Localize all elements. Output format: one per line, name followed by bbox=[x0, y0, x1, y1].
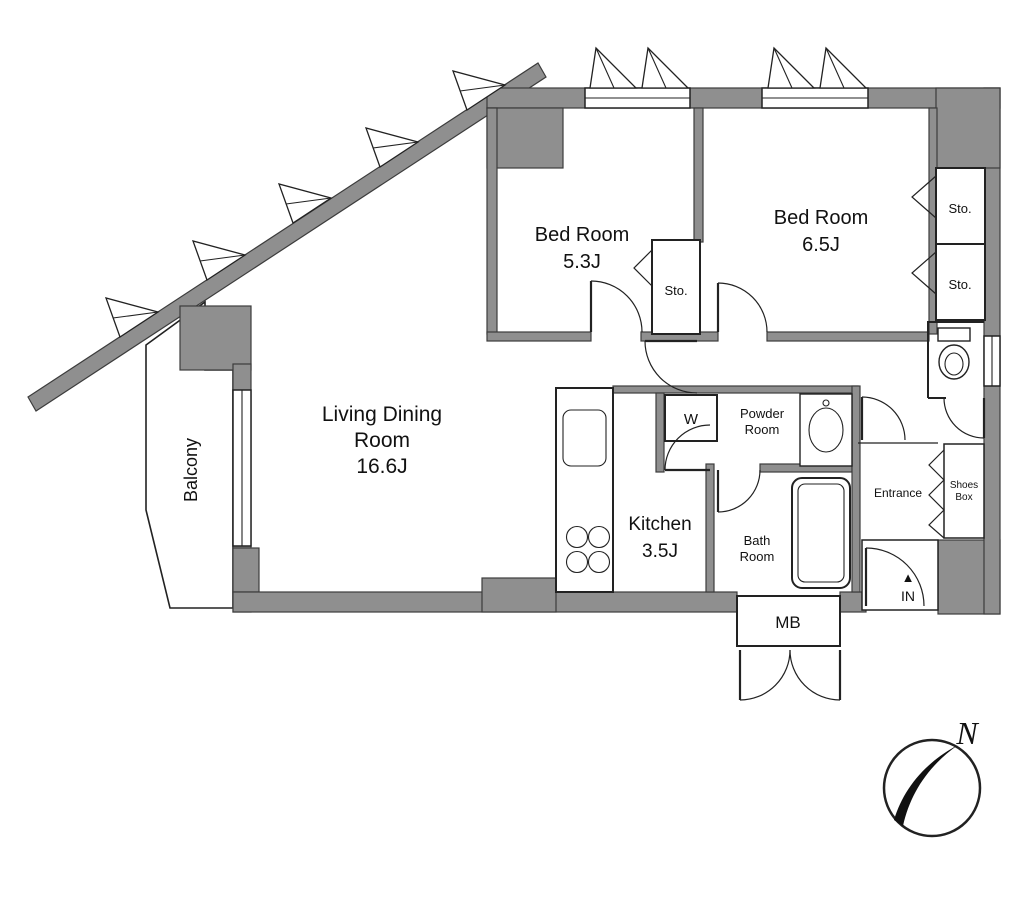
bedroom-small-size: 5.3J bbox=[563, 251, 601, 273]
bath-room-label-2: Room bbox=[740, 549, 775, 564]
fan-window-icon bbox=[819, 46, 868, 89]
front-door-arc bbox=[864, 547, 925, 607]
vanity-sink-icon bbox=[799, 393, 853, 467]
window-icon bbox=[761, 87, 869, 109]
washing-machine-label: W bbox=[684, 411, 699, 428]
fan-window-icon bbox=[364, 127, 420, 168]
living-room-label-2: Room bbox=[354, 429, 410, 452]
outer-wall-diagonal bbox=[27, 62, 547, 412]
entry-door-box bbox=[861, 539, 939, 611]
window-icon bbox=[584, 87, 691, 109]
living-room-size: 16.6J bbox=[356, 455, 407, 478]
storage-upper-label: Sto. bbox=[948, 201, 971, 216]
door-arc bbox=[589, 280, 643, 333]
partitions bbox=[633, 167, 986, 647]
bedroom-large-size: 6.5J bbox=[802, 234, 840, 256]
window-icon bbox=[983, 335, 1001, 387]
fan-window-icon bbox=[104, 297, 160, 338]
meter-box bbox=[736, 595, 841, 647]
entrance-label: Entrance bbox=[874, 486, 922, 500]
kitchen-size: 3.5J bbox=[642, 541, 678, 562]
sink-icon bbox=[562, 409, 607, 467]
bifold-door-icon bbox=[911, 251, 937, 295]
labels: Living Dining Room 16.6J Bed Room 5.3J B… bbox=[181, 201, 978, 632]
walls bbox=[27, 62, 1001, 615]
balcony-label: Balcony bbox=[181, 438, 201, 502]
window-icon bbox=[232, 389, 252, 547]
meter-box-label: MB bbox=[775, 613, 801, 632]
storage-between-label: Sto. bbox=[664, 283, 687, 298]
fan-window-icon bbox=[451, 70, 507, 111]
doors bbox=[589, 280, 986, 701]
kitchen-counter bbox=[555, 387, 614, 593]
shoes-box bbox=[943, 443, 985, 539]
kitchen-label: Kitchen bbox=[628, 514, 691, 535]
door-arc bbox=[716, 469, 761, 513]
toilet-room-wall bbox=[927, 321, 984, 398]
shoes-box-label: Shoes bbox=[950, 480, 978, 491]
top-wall bbox=[486, 87, 1001, 109]
washing-machine-box bbox=[664, 394, 718, 442]
living-room-label: Living Dining bbox=[322, 403, 442, 426]
windows bbox=[232, 87, 1001, 547]
fan-window-icon bbox=[589, 46, 638, 89]
north-needle-icon bbox=[894, 745, 958, 826]
door-arc bbox=[860, 396, 906, 441]
powder-room-label-2: Room bbox=[745, 422, 780, 437]
compass-circle bbox=[882, 738, 982, 838]
bifold-door-icon bbox=[911, 175, 937, 219]
storage-lower-label: Sto. bbox=[948, 277, 971, 292]
fan-window-icon bbox=[277, 183, 333, 224]
bedroom-small-label: Bed Room bbox=[535, 224, 630, 246]
fixtures bbox=[555, 327, 971, 593]
shoes-box-label-2: Box bbox=[955, 492, 972, 503]
door-arc bbox=[664, 424, 711, 472]
door-arc bbox=[716, 282, 768, 333]
north-label: N bbox=[955, 715, 979, 751]
bath-room-label: Bath bbox=[744, 533, 771, 548]
door-arc bbox=[943, 397, 986, 439]
entry-label: IN bbox=[901, 588, 915, 604]
bathtub-icon bbox=[791, 477, 851, 589]
fan-window-icon bbox=[767, 46, 816, 89]
powder-room-label: Powder bbox=[740, 406, 785, 421]
stove-icon bbox=[565, 525, 611, 574]
storage-between-box bbox=[651, 239, 701, 335]
awning-window-icons bbox=[104, 46, 868, 338]
fan-window-icon bbox=[191, 240, 247, 281]
bifold-door-icon bbox=[928, 449, 945, 539]
fan-window-icon bbox=[641, 46, 690, 89]
entry-arrow: ▲ bbox=[902, 570, 915, 585]
bedroom-large-label: Bed Room bbox=[774, 207, 869, 229]
door-arc bbox=[644, 339, 698, 394]
double-door-arc bbox=[738, 649, 842, 701]
bifold-door-icon bbox=[633, 249, 653, 287]
compass: N bbox=[882, 715, 982, 838]
toilet-icon bbox=[937, 327, 971, 380]
